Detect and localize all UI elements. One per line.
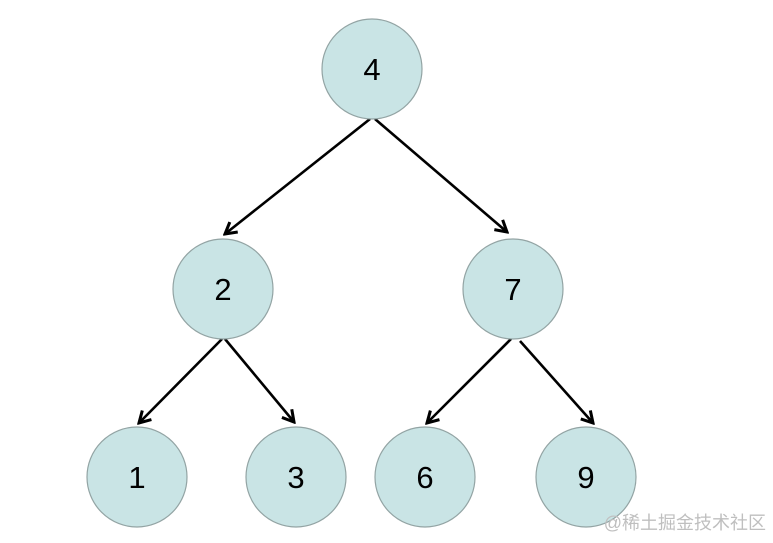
- node-circle: [321, 18, 423, 120]
- tree-node-left: 2: [172, 238, 274, 340]
- node-circle: [172, 238, 274, 340]
- node-value: 7: [504, 272, 521, 307]
- node-circle: [245, 426, 347, 528]
- node-value: 9: [577, 460, 594, 495]
- watermark: @稀土掘金技术社区: [604, 513, 766, 533]
- node-value: 6: [416, 460, 433, 495]
- edge-7-6: [427, 338, 512, 423]
- edge-4-2: [225, 117, 371, 234]
- edge-4-7: [374, 118, 507, 232]
- tree-node-root: 4: [321, 18, 423, 120]
- node-circle: [535, 426, 637, 528]
- tree-node-left-left: 1: [86, 426, 188, 528]
- edge-2-3: [224, 338, 294, 422]
- node-circle: [86, 426, 188, 528]
- tree-node-left-right: 3: [245, 426, 347, 528]
- node-value: 4: [363, 52, 380, 87]
- node-circle: [374, 426, 476, 528]
- tree-node-right: 7: [462, 238, 564, 340]
- node-circle: [462, 238, 564, 340]
- node-value: 1: [128, 460, 145, 495]
- node-value: 3: [287, 460, 304, 495]
- tree-node-right-left: 6: [374, 426, 476, 528]
- tree-nodes: 4 2 7 1 3 6: [86, 18, 637, 528]
- tree-edges: [139, 117, 593, 423]
- edge-7-9: [519, 340, 593, 423]
- node-value: 2: [214, 272, 231, 307]
- tree-node-right-right: 9: [535, 426, 637, 528]
- edge-2-1: [139, 338, 223, 423]
